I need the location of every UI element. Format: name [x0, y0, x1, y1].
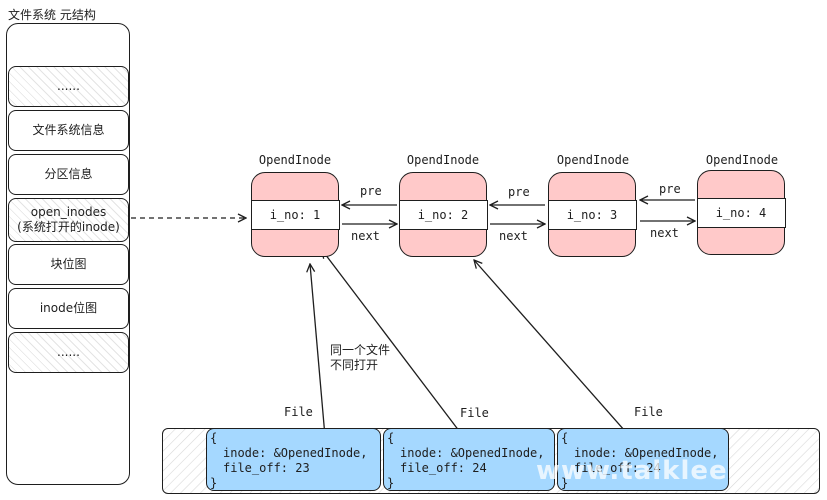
- file-1-open-brace: {: [210, 431, 218, 445]
- file-2-close-brace: }: [387, 476, 395, 490]
- next-label-2: next: [499, 229, 528, 243]
- watermark: www.talklee: [536, 456, 728, 486]
- node-4: i_no: 4: [696, 170, 786, 255]
- file-1-inode: inode: &OpenedInode,: [223, 446, 368, 460]
- same-file-annotation: 同一个文件 不同打开: [330, 343, 391, 372]
- file3-inode-arrow: [474, 260, 641, 449]
- node-4-value: i_no: 4: [696, 198, 786, 228]
- next-label-3: next: [650, 226, 679, 240]
- file-1-label: File: [284, 405, 313, 419]
- pre-label-2: pre: [508, 185, 530, 199]
- file-3-label: File: [634, 405, 663, 419]
- pre-label-3: pre: [659, 182, 681, 196]
- file2-inode-arrow: [322, 250, 473, 449]
- file-3-close-brace: }: [561, 476, 569, 490]
- node-1-value: i_no: 1: [250, 200, 340, 230]
- file-1: { inode: &OpenedInode, file_off: 23 }: [206, 428, 381, 491]
- file1-inode-arrow: [310, 264, 327, 449]
- file-2-inode: inode: &OpenedInode,: [400, 446, 545, 460]
- file-2-label: File: [460, 406, 489, 420]
- fs-cell-partition-info: 分区信息: [8, 154, 129, 195]
- pre-label-1: pre: [360, 184, 382, 198]
- node-3-value: i_no: 3: [547, 200, 637, 230]
- node-4-label: OpendInode: [705, 153, 779, 167]
- fs-cell-ellipsis-top: ......: [8, 66, 129, 107]
- fs-title: 文件系统 元结构: [8, 8, 96, 22]
- file-2-offset: file_off: 24: [400, 461, 487, 475]
- file-3-open-brace: {: [561, 431, 569, 445]
- fs-cell-fs-info: 文件系统信息: [8, 110, 129, 151]
- file-1-offset: file_off: 23: [223, 461, 310, 475]
- file-1-close-brace: }: [210, 476, 218, 490]
- node-1: i_no: 1: [250, 172, 340, 257]
- file-2-open-brace: {: [387, 431, 395, 445]
- node-1-label: OpendInode: [258, 153, 332, 167]
- node-3-label: OpendInode: [556, 153, 630, 167]
- file-2: { inode: &OpenedInode, file_off: 24 }: [383, 428, 555, 491]
- file-3-offset: file_off: 24: [574, 461, 661, 475]
- fs-cell-open-inodes: open_inodes (系统打开的inode): [8, 198, 129, 242]
- fs-cell-ellipsis-bottom: ......: [8, 332, 129, 373]
- node-2-label: OpendInode: [406, 153, 480, 167]
- fs-cell-inode-bitmap: inode位图: [8, 288, 129, 329]
- fs-cell-block-bitmap: 块位图: [8, 244, 129, 285]
- node-3: i_no: 3: [547, 172, 637, 257]
- file-3: { inode: &OpenedInode, file_off: 24 }: [557, 428, 729, 491]
- node-2: i_no: 2: [398, 172, 488, 257]
- file-3-inode: inode: &OpenedInode,: [574, 446, 719, 460]
- node-2-value: i_no: 2: [398, 200, 488, 230]
- next-label-1: next: [351, 229, 380, 243]
